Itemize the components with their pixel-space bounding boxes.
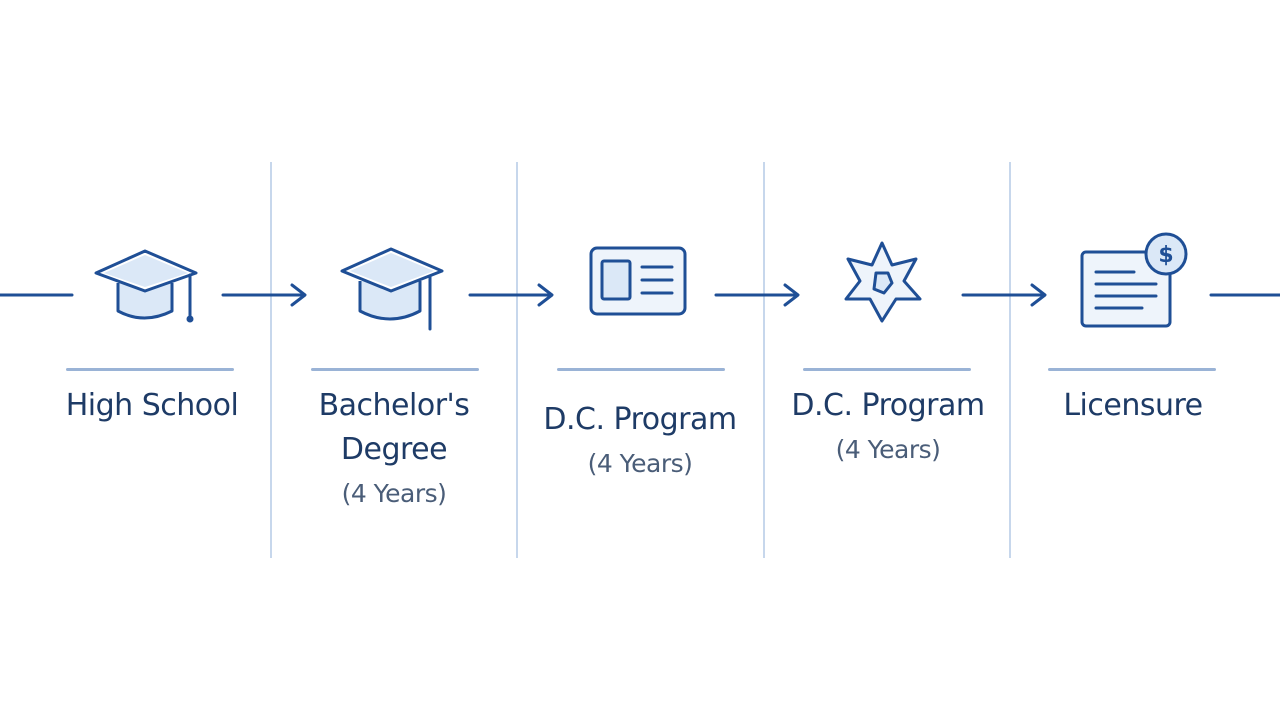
step-title: Bachelor's xyxy=(318,388,470,423)
step-label-licensure: Licensure xyxy=(1023,384,1243,428)
arrow-right-icon xyxy=(714,283,800,307)
step-underline xyxy=(66,368,234,371)
step-title: High School xyxy=(65,388,239,423)
step-title-line2: Degree xyxy=(340,432,448,467)
arrow-right-icon xyxy=(468,283,554,307)
certificate-icon: $ xyxy=(1080,232,1188,328)
arrow-right-icon xyxy=(221,283,307,307)
arrow-right-icon xyxy=(961,283,1047,307)
step-underline xyxy=(803,368,971,371)
step-title: D.C. Program xyxy=(791,388,985,423)
graduation-cap-icon xyxy=(340,247,444,331)
step-underline xyxy=(557,368,725,371)
step-underline xyxy=(1048,368,1216,371)
lead-out-line xyxy=(1209,293,1280,297)
column-divider xyxy=(516,162,518,558)
column-divider xyxy=(270,162,272,558)
star-badge-icon xyxy=(844,241,922,323)
step-title: D.C. Program xyxy=(543,402,737,437)
lead-in-line xyxy=(0,293,74,297)
step-title: Licensure xyxy=(1063,388,1203,423)
step-label-bachelors: Bachelor's Degree (4 Years) xyxy=(284,384,504,516)
step-duration: (4 Years) xyxy=(835,435,941,464)
step-label-dc-program-2: D.C. Program (4 Years) xyxy=(778,384,998,472)
step-duration: (4 Years) xyxy=(587,449,693,478)
column-divider xyxy=(763,162,765,558)
step-label-dc-program-1: D.C. Program (4 Years) xyxy=(530,398,750,486)
column-divider xyxy=(1009,162,1011,558)
step-label-high-school: High School xyxy=(42,384,262,428)
step-underline xyxy=(311,368,479,371)
svg-text:$: $ xyxy=(1158,243,1173,268)
graduation-cap-icon xyxy=(94,249,198,323)
id-card-icon xyxy=(589,246,687,316)
step-duration: (4 Years) xyxy=(341,479,447,508)
